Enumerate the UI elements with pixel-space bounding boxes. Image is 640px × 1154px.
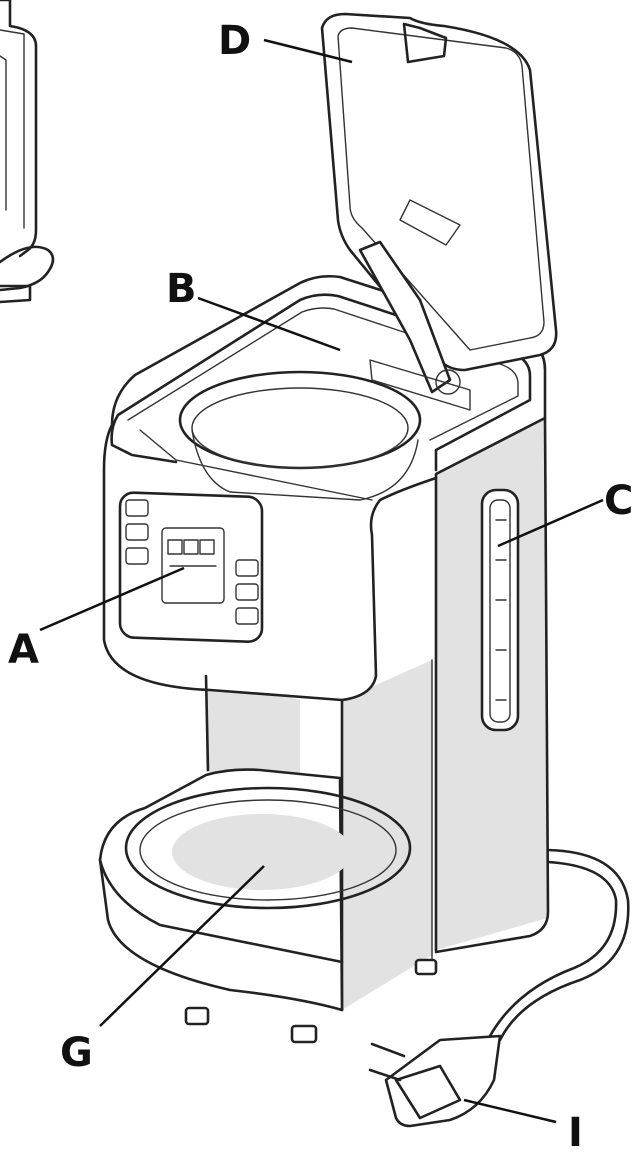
callout-label-a: A xyxy=(8,627,39,673)
callout-label-i: I xyxy=(568,1110,583,1154)
callout-label-d: D xyxy=(218,18,251,64)
callout-label-c: C xyxy=(604,478,633,524)
coffee-maker-body xyxy=(98,274,550,1044)
leader-line-i xyxy=(463,1098,557,1124)
power-cord-illustration xyxy=(368,848,630,1128)
leader-line-g xyxy=(99,865,265,1027)
leader-line-a xyxy=(39,566,185,632)
callout-label-g: G xyxy=(60,1030,93,1076)
lid-illustration xyxy=(320,12,558,411)
leader-line-c xyxy=(497,498,604,548)
filter-holder-illustration xyxy=(0,0,55,304)
leader-line-b xyxy=(197,296,341,352)
callout-label-b: B xyxy=(166,266,197,312)
leader-line-d xyxy=(263,38,353,64)
